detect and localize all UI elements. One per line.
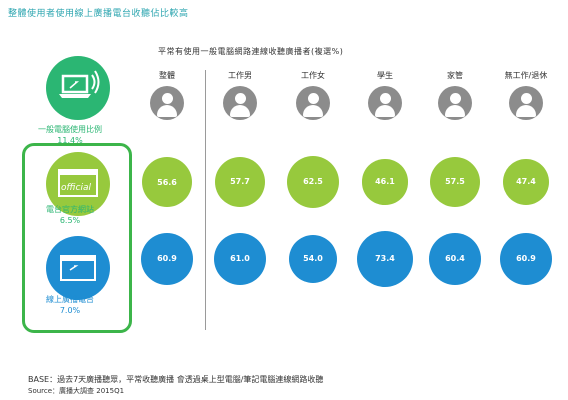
laptop-icon: [46, 56, 110, 120]
chart-subtitle: 平常有使用一般電腦網路連線收聽廣播者(複選%): [158, 47, 344, 56]
column-label: 工作女: [301, 71, 325, 80]
column-label: 學生: [377, 71, 393, 80]
footer-base: BASE：過去7天廣播聽眾，平常收聽廣播 會透過桌上型電腦/筆記電腦連線網路收聽: [28, 375, 324, 384]
column-label: 家管: [447, 71, 463, 80]
category-value: 6.5%: [59, 216, 81, 225]
category-value: 11.4%: [57, 136, 83, 145]
data-bubble: 56.6: [142, 157, 192, 207]
svg-text:official: official: [61, 183, 91, 193]
column-label: 整體: [159, 71, 175, 80]
data-bubble: 47.4: [503, 159, 549, 205]
category-name: 一般電腦使用比例: [38, 125, 102, 134]
data-bubble: 54.0: [288, 234, 338, 284]
browser-window-icon: [46, 236, 110, 300]
person-icon: [223, 86, 257, 120]
column-label: 工作男: [228, 71, 252, 80]
data-bubble: 60.9: [141, 233, 193, 285]
chart-title: 整體使用者使用線上廣播電台收聽佔比較高: [8, 9, 189, 19]
column-divider: [205, 70, 206, 330]
data-bubble: 57.5: [429, 156, 481, 208]
person-icon: [509, 86, 543, 120]
person-icon: [438, 86, 472, 120]
data-bubble: 60.9: [500, 233, 552, 285]
category-name: 線上廣播電台: [46, 295, 94, 304]
data-bubble: 73.4: [356, 230, 414, 288]
category-name: 電台官方網站: [46, 205, 94, 214]
data-bubble: 57.7: [214, 156, 266, 208]
data-bubble: 62.5: [286, 155, 340, 209]
category-label-overall: 一般電腦使用比例 11.4%: [10, 124, 130, 146]
category-label-online-radio: 線上廣播電台 7.0%: [10, 294, 130, 316]
data-bubble: 60.4: [429, 233, 481, 285]
person-icon: [296, 86, 330, 120]
column-label: 無工作/退休: [504, 71, 548, 80]
person-icon: [368, 86, 402, 120]
frame-online: [22, 143, 132, 333]
footer-source: Source：廣播大調查 2015Q1: [28, 387, 125, 395]
data-bubble: 61.0: [214, 233, 266, 285]
category-label-official: 電台官方網站 6.5%: [10, 204, 130, 226]
data-bubble: 46.1: [362, 159, 408, 205]
category-value: 7.0%: [59, 306, 81, 315]
official-browser-icon: official: [46, 152, 110, 216]
person-icon: [150, 86, 184, 120]
